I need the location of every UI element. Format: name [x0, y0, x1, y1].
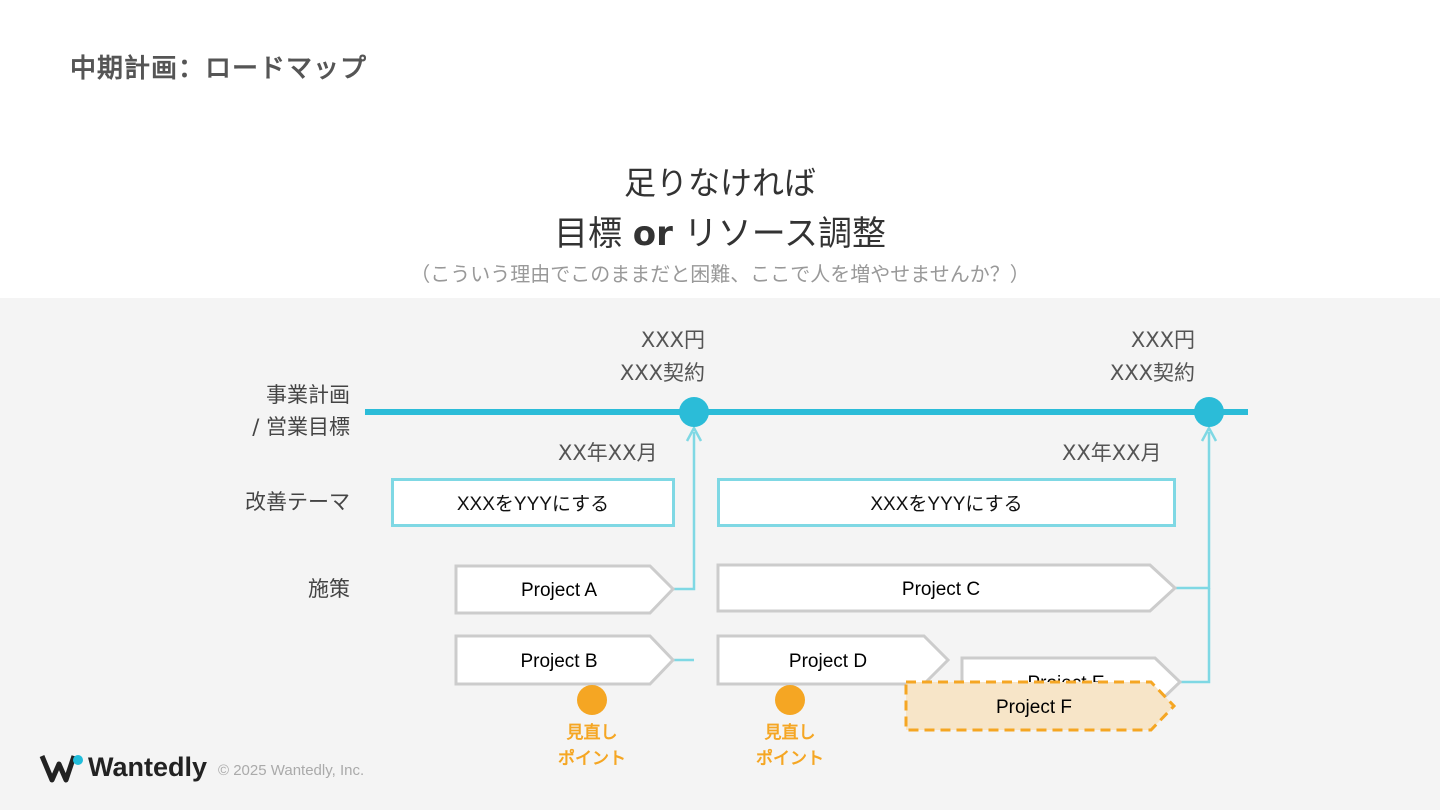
- project-b-shape: [454, 634, 676, 686]
- milestone-dot-2: [1194, 397, 1224, 427]
- project-a-shape: [454, 564, 676, 615]
- project-f-shape: [904, 680, 1177, 732]
- row-label-plan-line2: / 営業目標: [252, 415, 350, 439]
- brand-logo: Wantedly: [84, 752, 207, 783]
- milestone-date: XX年XX月: [1062, 441, 1162, 465]
- connector-c: [1176, 432, 1211, 590]
- page-title: 中期計画：ロードマップ: [70, 54, 368, 84]
- row-label-plan: 事業計画 / 営業目標: [252, 379, 350, 443]
- headline-line-1: 足りなければ: [623, 164, 816, 202]
- arrow-head-2: [1200, 425, 1218, 442]
- milestone-contracts: XXX契約: [619, 361, 705, 385]
- review-point-2: 見直し ポイント: [750, 720, 830, 772]
- wantedly-logo-icon: [39, 755, 83, 783]
- theme-box: XXXをYYYにする: [391, 478, 675, 527]
- copyright: © 2025 Wantedly, Inc.: [218, 762, 365, 779]
- project-a-label: Project A: [521, 580, 597, 601]
- milestone-amount: XXX円: [1130, 328, 1195, 352]
- review-dot-1: [577, 685, 607, 715]
- review-point-line1: 見直し: [566, 723, 618, 743]
- review-dot-2: [775, 685, 805, 715]
- project-d-shape: [716, 634, 951, 686]
- project-c-label: Project C: [902, 579, 980, 600]
- project-c-shape: [716, 563, 1178, 613]
- row-label-measures: 施策: [308, 577, 350, 601]
- project-d-label: Project D: [789, 651, 867, 672]
- project-b-label: Project B: [520, 651, 597, 672]
- headline-resource-text: リソース調整: [672, 214, 887, 254]
- milestone-contracts: XXX契約: [1109, 361, 1195, 385]
- review-point-line1: 見直し: [764, 723, 816, 743]
- project-f-label: Project F: [996, 697, 1072, 718]
- milestone-date: XX年XX月: [558, 441, 658, 465]
- milestone-dot-1: [679, 397, 709, 427]
- connector-e: [1180, 588, 1211, 684]
- connector-a: [673, 432, 696, 591]
- review-point-line2: ポイント: [558, 749, 626, 769]
- headline-or-text: or: [632, 214, 673, 254]
- milestone-amount: XXX円: [640, 328, 705, 352]
- subnote: （こういう理由でこのままだと困難、ここで人を増やせませんか？）: [410, 262, 1030, 286]
- arrow-head-1: [685, 425, 703, 442]
- row-label-plan-line1: 事業計画: [266, 383, 350, 407]
- milestone-target-2: XXX円 XXX契約: [1050, 324, 1195, 390]
- review-point-line2: ポイント: [756, 749, 824, 769]
- brand-name: Wantedly: [88, 752, 208, 782]
- connectors: [673, 425, 1218, 684]
- headline-line-2: 目標 or リソース調整: [0, 206, 1440, 255]
- review-point-1: 見直し ポイント: [552, 720, 632, 772]
- milestone-target-1: XXX円 XXX契約: [560, 324, 705, 390]
- row-label-theme: 改善テーマ: [245, 490, 350, 514]
- roadmap-panel: [0, 298, 1440, 810]
- headline-target-text: 目標: [553, 214, 633, 254]
- theme-box: XXXをYYYにする: [717, 478, 1176, 527]
